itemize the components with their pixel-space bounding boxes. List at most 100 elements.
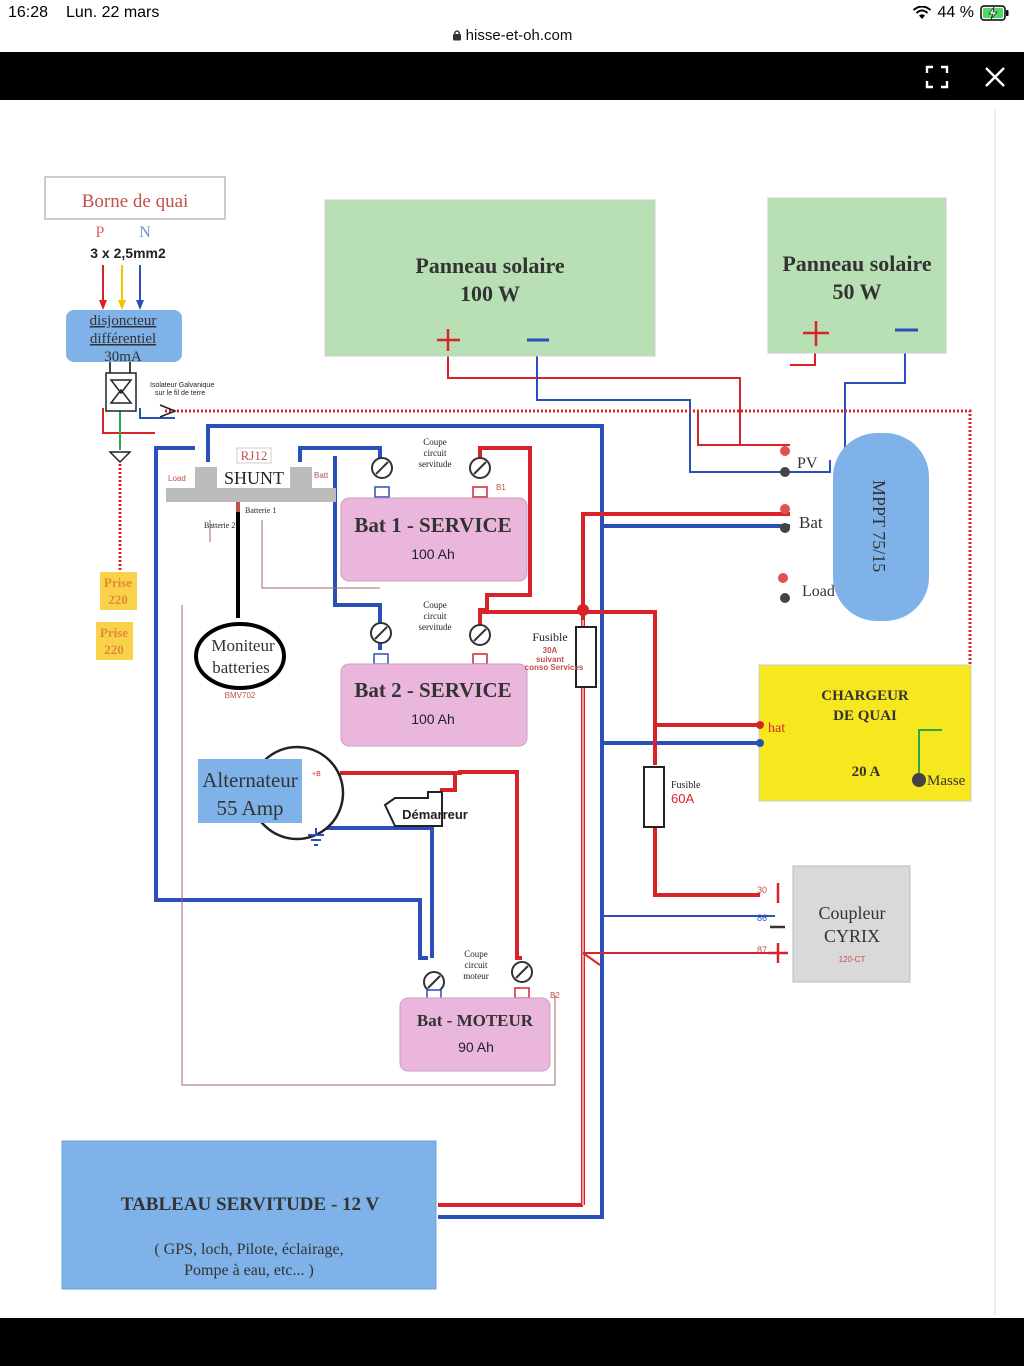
bat-moteur-b2-label: B2 bbox=[550, 991, 560, 1000]
viewer-toolbar bbox=[0, 52, 1024, 100]
bat-moteur-name: Bat - MOTEUR bbox=[417, 1011, 534, 1030]
fusible-30-note2: conso Services bbox=[525, 663, 584, 672]
coupleur-line1: Coupleur bbox=[819, 903, 886, 923]
chargeur-line2: DE QUAI bbox=[833, 708, 897, 724]
mppt-label: MPPT 75/15 bbox=[869, 480, 889, 572]
url-label[interactable]: hisse-et-oh.com bbox=[0, 27, 1024, 44]
chargeur-de-quai: CHARGEUR DE QUAI 20 A hat Masse bbox=[756, 664, 972, 802]
coupe-moteur-line2: circuit bbox=[465, 960, 488, 970]
fullscreen-icon[interactable] bbox=[924, 64, 950, 90]
ac-arrows bbox=[99, 300, 144, 310]
prise-1-line1: Prise bbox=[104, 575, 132, 590]
chargeur-masse: Masse bbox=[927, 773, 966, 789]
isolateur-line2: sur le fil de terre bbox=[155, 390, 205, 397]
alternateur-plus-b: +B bbox=[312, 771, 321, 778]
fusible-30-rating: 30A bbox=[543, 646, 558, 655]
status-date: Lun. 22 mars bbox=[66, 4, 160, 21]
url-text: hisse-et-oh.com bbox=[465, 27, 573, 44]
disjoncteur-line1: disjoncteur bbox=[90, 313, 157, 329]
tableau-servitude: TABLEAU SERVITUDE - 12 V ( GPS, loch, Pi… bbox=[61, 1140, 437, 1290]
panneau-solaire-50w: Panneau solaire 50 W bbox=[767, 197, 947, 354]
panneau-solaire-100w: Panneau solaire 100 W bbox=[324, 199, 656, 357]
moniteur-line2: batteries bbox=[212, 658, 270, 677]
bat-moteur: Bat - MOTEUR 90 Ah bbox=[399, 997, 551, 1072]
fusible-30a: Fusible 30A suivant conso Services bbox=[525, 604, 597, 688]
prise-2-line1: Prise bbox=[100, 625, 128, 640]
fusible-30-label: Fusible bbox=[532, 630, 567, 644]
tableau-title: TABLEAU SERVITUDE - 12 V bbox=[121, 1194, 380, 1215]
prise-1-line2: 220 bbox=[108, 592, 128, 607]
moniteur-line1: Moniteur bbox=[211, 636, 275, 655]
bat2-name: Bat 2 - SERVICE bbox=[354, 678, 511, 702]
tableau-line2: Pompe à eau, etc... ) bbox=[184, 1262, 314, 1279]
mppt-pv-label: PV bbox=[797, 455, 818, 472]
battery-percent: 44 % bbox=[937, 4, 974, 21]
coupleur-model: 120-CT bbox=[839, 955, 866, 964]
bat1-name: Bat 1 - SERVICE bbox=[354, 513, 511, 537]
panneau-100-line2: 100 W bbox=[460, 281, 520, 306]
coupleur-wires bbox=[582, 915, 775, 966]
alternateur: Alternateur 55 Amp +B bbox=[198, 745, 345, 846]
shunt-rj12: RJ12 bbox=[241, 448, 268, 463]
coupe-moteur-line1: Coupe bbox=[464, 949, 488, 959]
moniteur-batteries: Moniteur batteries BMV702 bbox=[194, 512, 286, 700]
moniteur-model: BMV702 bbox=[225, 691, 256, 700]
coupe-2-line3: servitude bbox=[419, 622, 452, 632]
thin-loop-wires bbox=[181, 520, 556, 1086]
bat1-b1-label: B1 bbox=[496, 483, 506, 492]
wiring-diagram: Borne de quai P N 3 x 2,5mm2 disjoncteur… bbox=[0, 100, 1024, 1318]
shunt-batterie1: Batterie 1 bbox=[245, 506, 276, 515]
fusible-60-rating: 60A bbox=[671, 791, 694, 806]
bat-moteur-capacity: 90 Ah bbox=[458, 1039, 494, 1055]
wifi-icon bbox=[912, 6, 931, 19]
coupe-moteur-line3: moteur bbox=[463, 971, 489, 981]
mppt-75-15: MPPT 75/15 PV Bat Load bbox=[778, 433, 929, 621]
chargeur-amps: 20 A bbox=[852, 764, 881, 780]
panneau-50-line2: 50 W bbox=[832, 279, 881, 304]
solar-wires bbox=[447, 335, 906, 473]
coupe-1-line2: circuit bbox=[424, 448, 447, 458]
panneau-100-line1: Panneau solaire bbox=[415, 253, 565, 278]
bat2-service: Bat 2 - SERVICE 100 Ah bbox=[340, 663, 528, 747]
demarreur: Démarreur bbox=[383, 791, 468, 827]
alternateur-line2: 55 Amp bbox=[216, 796, 283, 820]
isolateur-line1: Isolateur Galvanique bbox=[150, 382, 214, 389]
lock-icon bbox=[452, 30, 461, 41]
borne-cable: 3 x 2,5mm2 bbox=[90, 245, 166, 261]
disjoncteur-differentiel: disjoncteur différentiel 30mA bbox=[66, 310, 182, 365]
isolateur-galvanique: Isolateur Galvanique sur le fil de terre bbox=[105, 372, 214, 464]
close-icon[interactable] bbox=[982, 64, 1008, 90]
disjoncteur-line3: 30mA bbox=[104, 349, 142, 365]
bat1-service: Bat 1 - SERVICE 100 Ah bbox=[340, 497, 528, 582]
mppt-bat-label: Bat bbox=[799, 513, 823, 532]
status-bar: 16:28 Lun. 22 mars 44 % hisse-et-oh.com bbox=[0, 0, 1024, 52]
fusible-30-note1: suivant bbox=[536, 655, 564, 664]
borne-n-label: N bbox=[139, 224, 151, 241]
shunt-load-label: Load bbox=[168, 474, 186, 483]
mppt-load-label: Load bbox=[802, 583, 835, 600]
fusible-60a: Fusible 60A bbox=[643, 766, 701, 828]
borne-de-quai: Borne de quai P N 3 x 2,5mm2 bbox=[44, 176, 226, 261]
coupe-circuit-moteur: Coupe circuit moteur B2 bbox=[423, 949, 560, 1001]
coupleur-line2: CYRIX bbox=[824, 926, 880, 946]
borne-p-label: P bbox=[96, 224, 105, 241]
panneau-50-line1: Panneau solaire bbox=[782, 251, 932, 276]
demarreur-label: Démarreur bbox=[402, 807, 468, 822]
coupleur-cyrix: Coupleur CYRIX 120-CT 30 86 87 bbox=[757, 865, 911, 983]
disjoncteur-line2: différentiel bbox=[90, 331, 156, 347]
wiring-diagram-image: Borne de quai P N 3 x 2,5mm2 disjoncteur… bbox=[0, 100, 1024, 1318]
coupleur-t86: 86 bbox=[757, 913, 767, 923]
fusible-60-label: Fusible bbox=[671, 780, 701, 791]
shunt-label: SHUNT bbox=[224, 468, 284, 488]
battery-charging-icon bbox=[980, 5, 1009, 21]
shunt-batterie2: Batterie 2 bbox=[204, 521, 235, 530]
prise-220-1: Prise 220 bbox=[100, 572, 137, 610]
status-right: 44 % bbox=[912, 4, 1010, 22]
chargeur-hat: hat bbox=[768, 721, 785, 736]
coupleur-t30: 30 bbox=[757, 885, 767, 895]
prise-2-line2: 220 bbox=[104, 642, 124, 657]
status-time: 16:28 bbox=[8, 4, 49, 21]
coupleur-t87: 87 bbox=[757, 945, 767, 955]
chargeur-line1: CHARGEUR bbox=[821, 688, 909, 704]
tableau-line1: ( GPS, loch, Pilote, éclairage, bbox=[154, 1241, 343, 1258]
